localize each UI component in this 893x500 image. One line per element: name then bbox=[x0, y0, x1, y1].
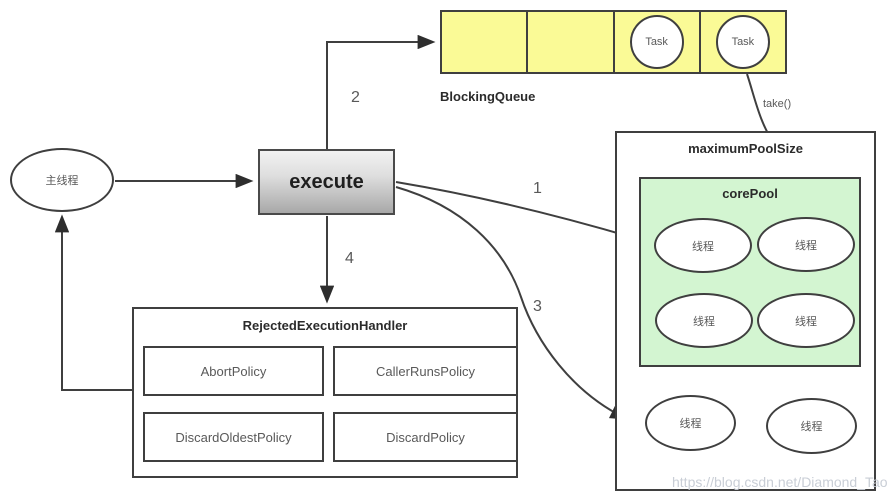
arrow-handler-to-main bbox=[54, 214, 133, 391]
rejected-execution-handler-title: RejectedExecutionHandler bbox=[242, 318, 408, 333]
core-thread-node: 线程 bbox=[757, 217, 855, 272]
step-4-label: 4 bbox=[345, 250, 354, 267]
main-thread-node: 主线程 bbox=[10, 148, 114, 212]
extra-thread-node: 线程 bbox=[766, 398, 857, 454]
thread-label: 线程 bbox=[692, 240, 714, 253]
queue-cell-task: Task bbox=[615, 12, 701, 72]
queue-cell-empty bbox=[442, 12, 529, 72]
step-1-label: 1 bbox=[533, 180, 542, 197]
thread-label: 线程 bbox=[693, 315, 715, 328]
arrow-execute-to-queue bbox=[326, 34, 436, 149]
thread-label: 线程 bbox=[795, 239, 817, 252]
core-thread-node: 线程 bbox=[655, 293, 753, 348]
caller-runs-policy-node: CallerRunsPolicy bbox=[333, 346, 518, 396]
queue-cell-task: Task bbox=[701, 12, 785, 72]
blocking-queue-title: BlockingQueue bbox=[440, 89, 536, 104]
main-thread-label: 主线程 bbox=[45, 175, 79, 187]
task-node: Task bbox=[629, 15, 684, 69]
task-label: Task bbox=[645, 36, 668, 48]
extra-thread-node: 线程 bbox=[645, 395, 736, 451]
abort-policy-node: AbortPolicy bbox=[143, 346, 324, 396]
thread-label: 线程 bbox=[679, 418, 702, 430]
task-label: Task bbox=[731, 36, 755, 48]
take-method-label: take() bbox=[763, 98, 792, 110]
thread-label: 线程 bbox=[795, 315, 817, 328]
watermark-text: https://blog.csdn.net/Diamond_Tao bbox=[672, 474, 888, 490]
discard-oldest-policy-node: DiscardOldestPolicy bbox=[143, 412, 324, 462]
arrow-execute-to-corepool bbox=[395, 181, 652, 245]
step-2-label: 2 bbox=[351, 89, 360, 106]
core-thread-node: 线程 bbox=[757, 293, 855, 348]
rejected-execution-handler-container: RejectedExecutionHandler AbortPolicy Cal… bbox=[132, 307, 518, 478]
discard-policy-node: DiscardPolicy bbox=[333, 412, 518, 462]
task-node: Task bbox=[715, 15, 770, 69]
core-thread-node: 线程 bbox=[654, 218, 752, 273]
core-pool-title: corePool bbox=[722, 186, 778, 201]
execute-label: execute bbox=[289, 170, 364, 193]
queue-cell-empty bbox=[528, 12, 615, 72]
step-3-label: 3 bbox=[533, 298, 542, 315]
thread-label: 线程 bbox=[800, 421, 823, 433]
blocking-queue: Task Task bbox=[440, 10, 787, 74]
execute-node: execute bbox=[258, 149, 395, 215]
maximum-pool-size-title: maximumPoolSize bbox=[688, 141, 803, 156]
